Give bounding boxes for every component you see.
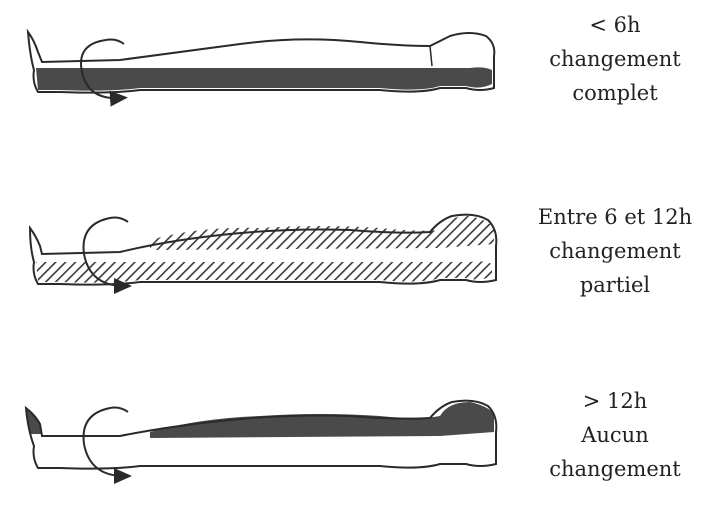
stage-1-time: < 6h [520, 8, 710, 42]
body-figure-stage-1 [28, 32, 494, 98]
stage-1-change: changement [520, 42, 710, 76]
stage-3-change: Aucun [520, 418, 710, 452]
stage-2-caption: Entre 6 et 12h changement partiel [520, 200, 710, 302]
head-line [430, 46, 432, 66]
stage-3-time: > 12h [520, 384, 710, 418]
rotation-arrow-tail [110, 408, 128, 413]
body-figure-stage-2 [30, 215, 496, 286]
stage-3-caption: > 12h Aucun changement [520, 384, 710, 486]
stage-1-caption: < 6h changement complet [520, 8, 710, 110]
rotation-arrow-tail [106, 40, 124, 45]
stage-2-time: Entre 6 et 12h [520, 200, 710, 234]
lividity-bottom-dense [36, 67, 492, 90]
lividity-bottom-hatched [36, 261, 492, 282]
rotation-arrow-tail [110, 218, 128, 223]
stage-3-degree: changement [520, 452, 710, 486]
stage-2-change: changement [520, 234, 710, 268]
stage-1-degree: complet [520, 76, 710, 110]
stage-2-degree: partiel [520, 268, 710, 302]
body-figure-stage-3 [26, 401, 496, 476]
rotation-arrow-icon [84, 408, 124, 476]
